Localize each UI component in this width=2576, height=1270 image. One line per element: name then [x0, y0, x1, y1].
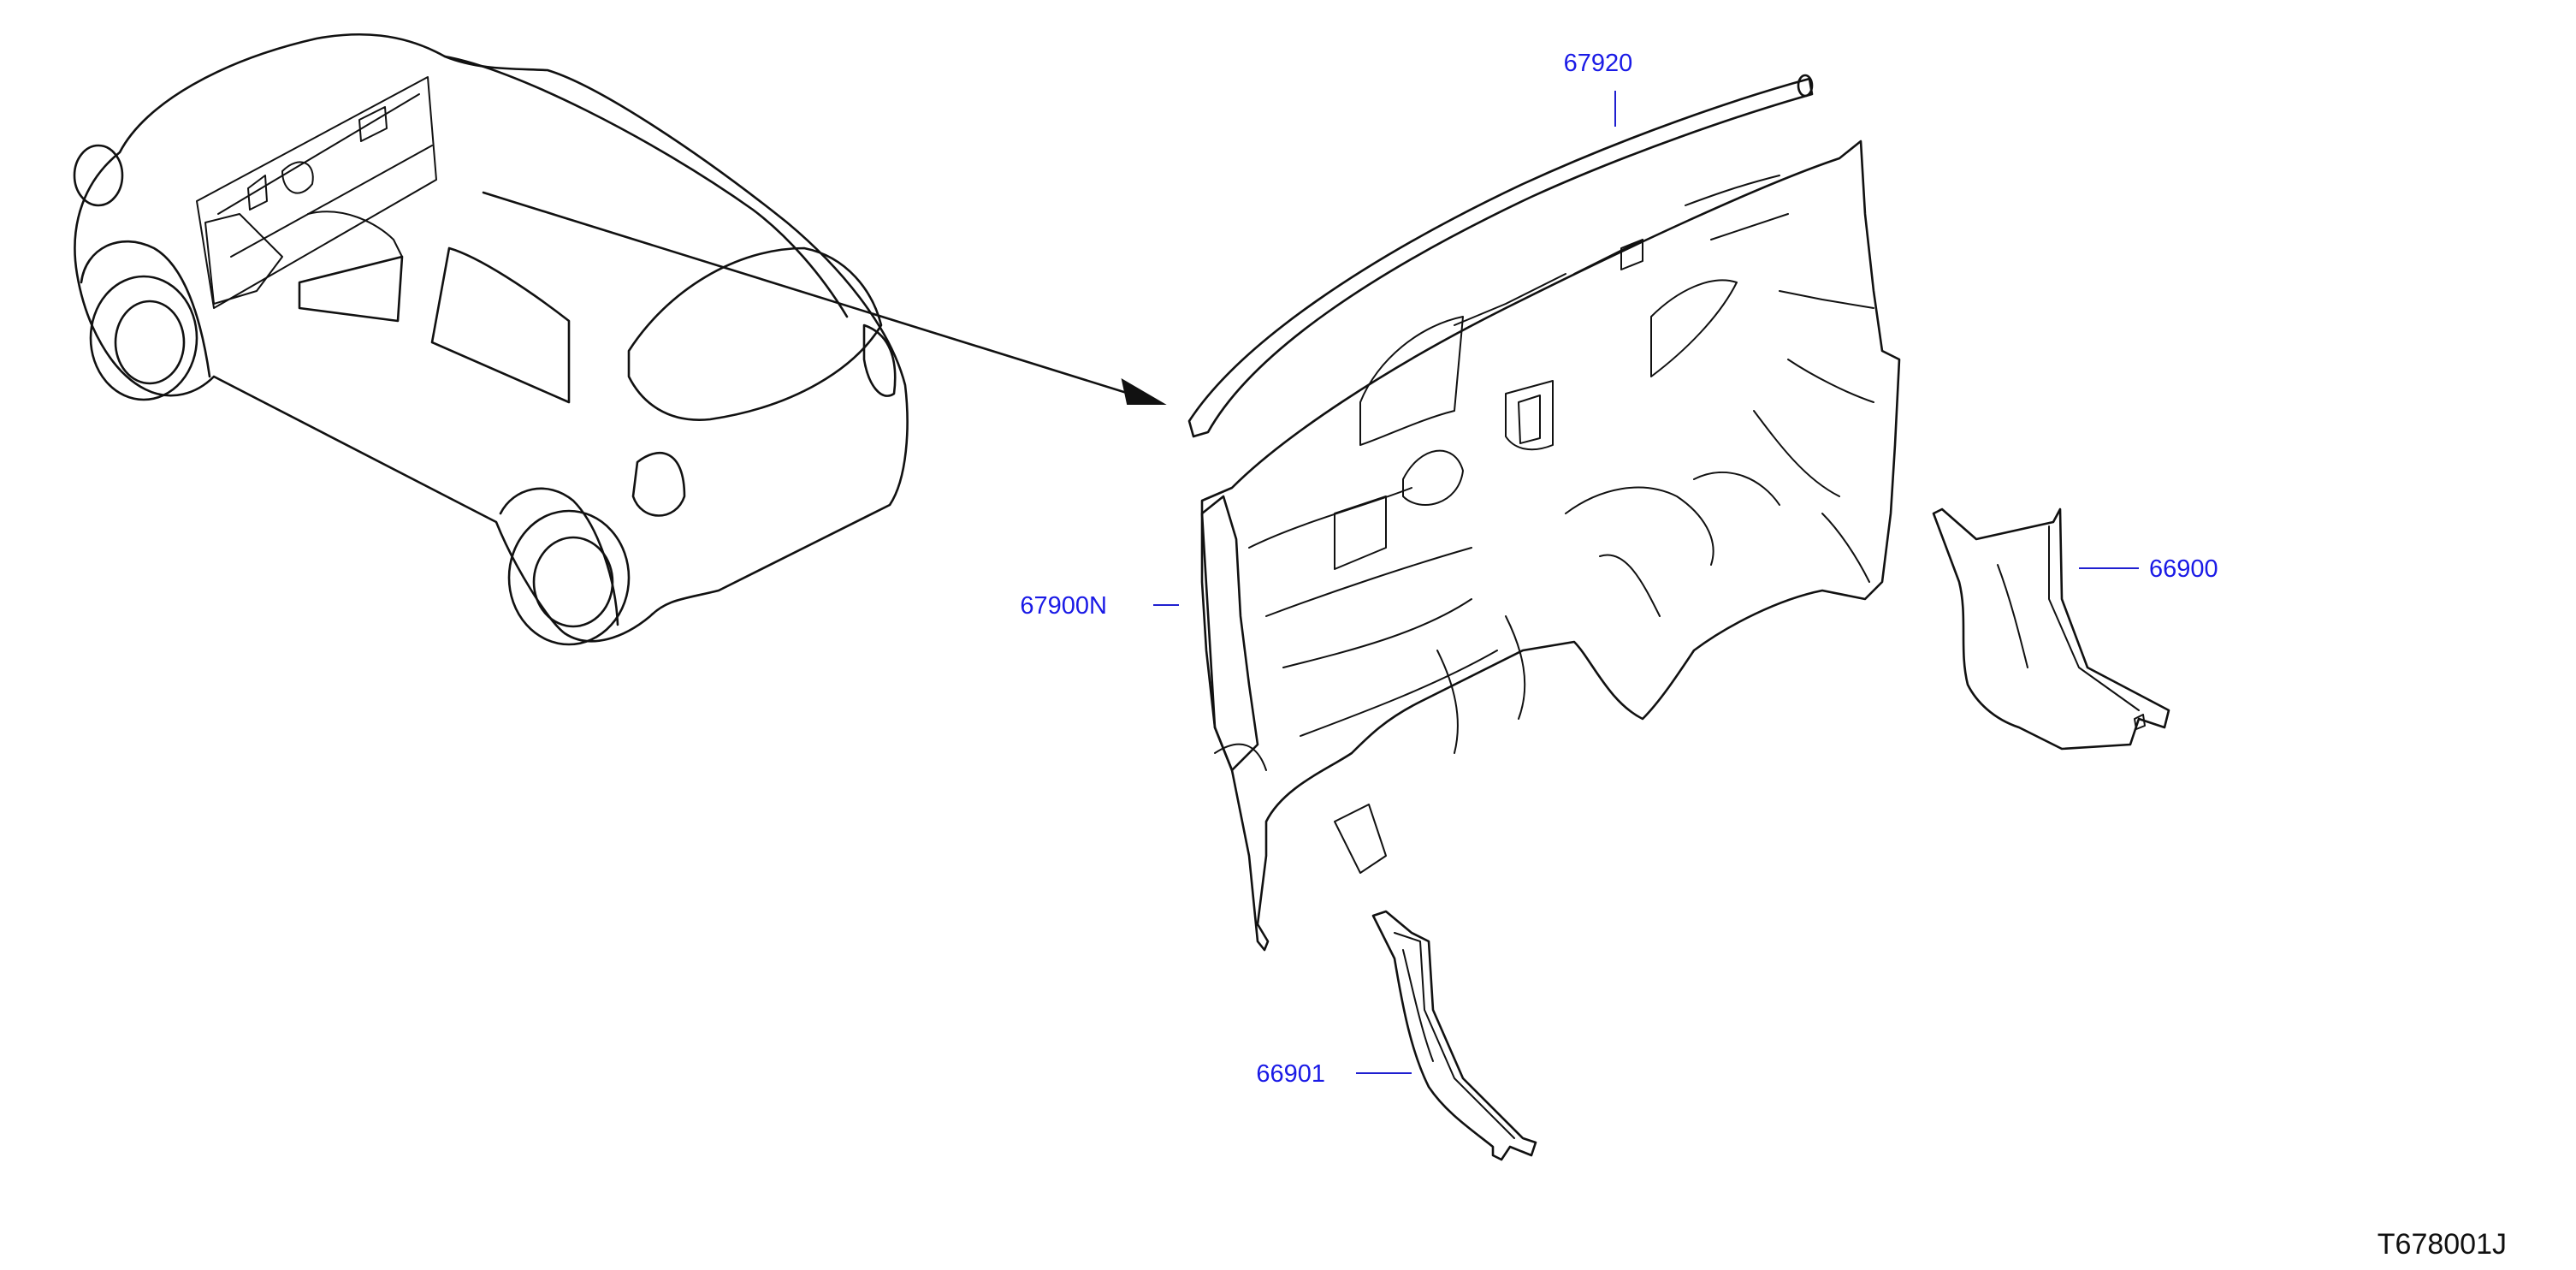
callout-66901: 66901 [1256, 1060, 1325, 1088]
callout-67920: 67920 [1564, 50, 1633, 77]
figure-code: T678001J [2378, 1228, 2507, 1261]
side-insulator-right-part [1932, 507, 2170, 751]
vehicle-overview [73, 33, 1167, 646]
dash-insulator-part [1200, 139, 1901, 952]
callout-66900: 66900 [2149, 555, 2218, 583]
arrow-head-icon [1121, 377, 1167, 405]
callout-67900n: 67900N [1020, 592, 1107, 620]
insulator-top-seal-part [1187, 74, 1814, 438]
side-insulator-left-part [1371, 910, 1537, 1161]
